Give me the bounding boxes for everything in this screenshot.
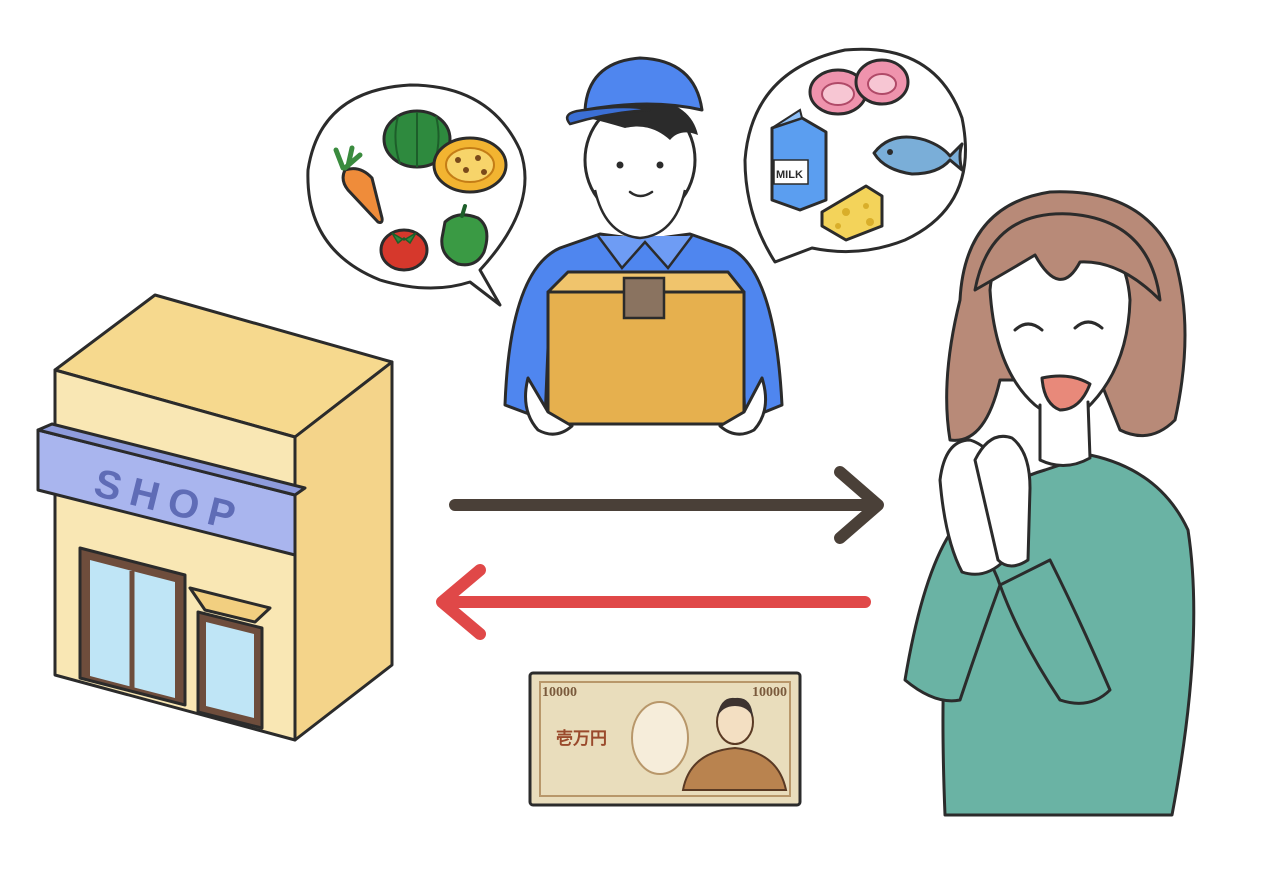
- woman: [903, 190, 1196, 817]
- portrait-icon: [681, 697, 788, 791]
- carrot-icon: [333, 145, 384, 224]
- cap-icon: [565, 56, 704, 126]
- banknote-denomination-left: 10000: [542, 685, 577, 700]
- vegetables-bubble: [306, 83, 527, 307]
- green-pepper-icon: [440, 204, 489, 267]
- milk-label: MILK: [776, 169, 803, 181]
- shop-window: [188, 586, 272, 730]
- courier: [503, 56, 784, 436]
- pumpkin-icon: [382, 109, 508, 194]
- box-icon: [546, 270, 746, 426]
- payment-arrow: [436, 564, 871, 640]
- groceries-bubble: MILK: [743, 47, 967, 264]
- tomato-icon: [379, 228, 429, 272]
- fish-icon: [872, 135, 964, 176]
- ham-icon: [808, 58, 910, 116]
- clasped-hands-icon: [938, 434, 1032, 576]
- shop-door: [78, 546, 187, 707]
- banknote-label: 壱万円: [556, 728, 607, 749]
- banknote-denomination-right: 10000: [752, 685, 787, 700]
- cheese-icon: [820, 184, 884, 242]
- banknote: 10000 10000 壱万円: [528, 671, 802, 807]
- milk-carton-icon: MILK: [770, 108, 828, 212]
- shop-building: SHOP: [36, 293, 394, 742]
- delivery-arrow: [449, 466, 884, 544]
